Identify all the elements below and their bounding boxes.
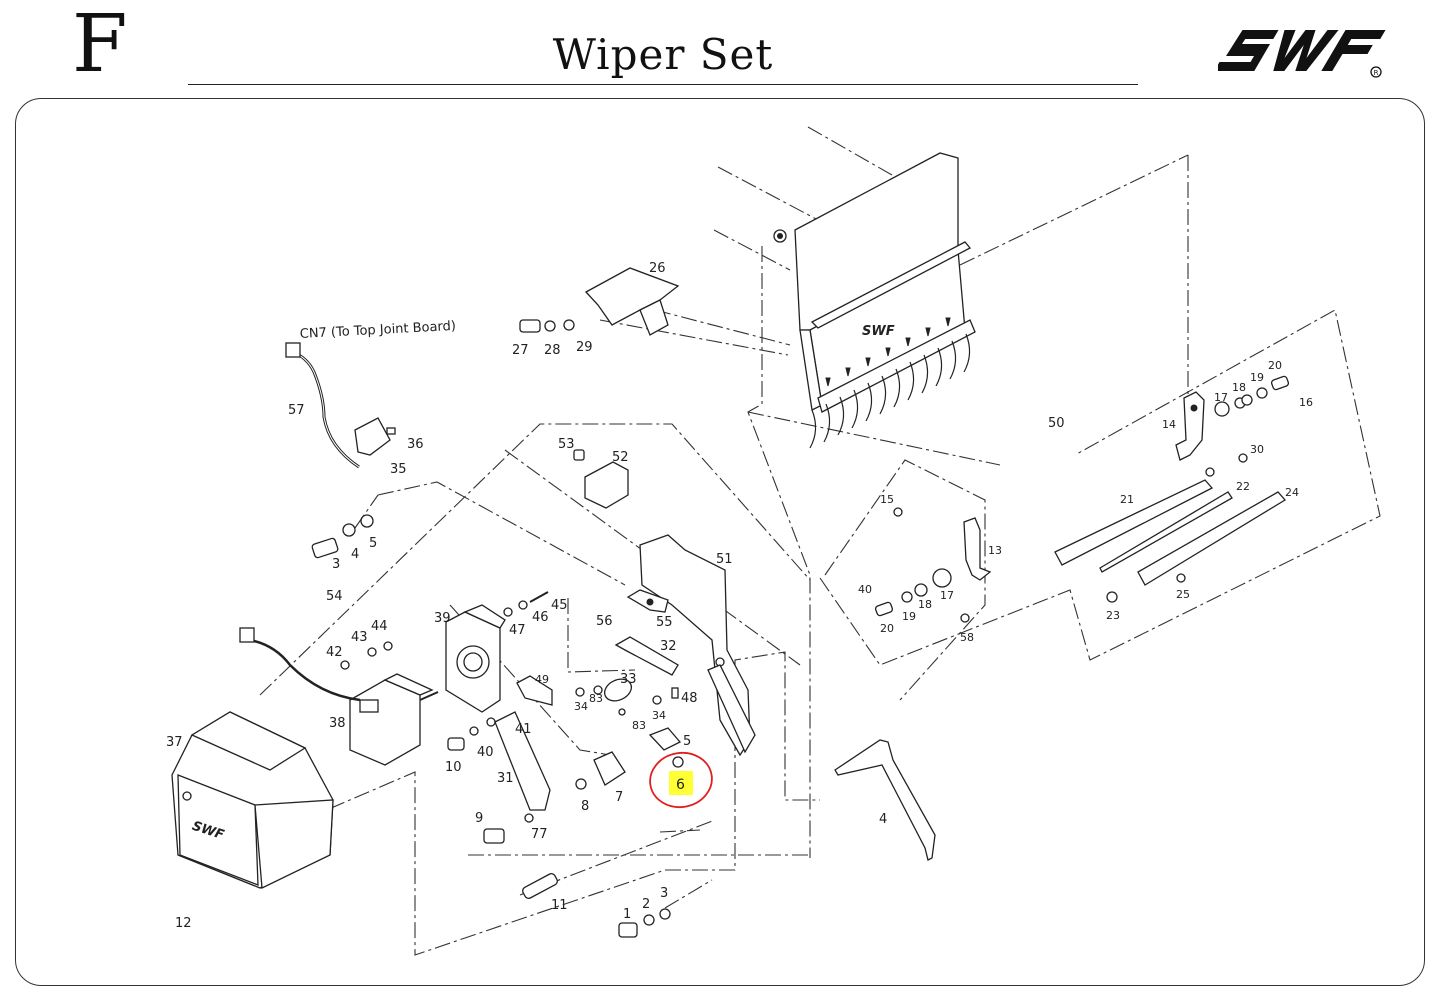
callout-55: 55 [656,615,673,630]
callout-2: 2 [642,897,650,912]
callout-3: 3 [332,557,340,572]
machine-head: SWF [773,152,976,449]
linkage-parts [447,589,684,938]
callout-11: 11 [551,898,568,913]
callout-27: 27 [512,343,529,358]
callout-6-highlight [669,771,693,795]
callout-21: 21 [1120,493,1134,506]
callout-33: 33 [620,672,637,687]
callout-12: 12 [175,916,192,931]
motor-cover-37: SWF [171,711,334,889]
callout-57: 57 [288,403,305,418]
callout-25: 25 [1176,588,1190,601]
callout-47: 47 [509,623,526,638]
callout-9: 9 [475,811,483,826]
callout-4: 4 [351,547,359,562]
callout-34: 34 [574,700,588,713]
callout-5b: 5 [683,734,691,749]
callout-43: 43 [351,630,368,645]
callout-19: 19 [1250,371,1264,384]
callout-83: 83 [589,692,603,705]
callout-7: 7 [615,790,623,805]
callout-40b: 40 [858,583,872,596]
callout-53: 53 [558,437,575,452]
wire-harness-57 [285,342,396,469]
callout-1: 1 [623,907,631,922]
callout-8: 8 [581,799,589,814]
highlighted-callout-6[interactable]: 6 [646,748,716,812]
callout-38: 38 [329,716,346,731]
callout-31: 31 [497,771,514,786]
callout-35: 35 [390,462,407,477]
callout-29: 29 [576,340,593,355]
sheet-letter: F [72,0,128,90]
svg-text:SWF: SWF [862,324,895,339]
callout-37: 37 [166,735,183,750]
right-assembly [874,375,1290,623]
diagram-frame [15,98,1425,986]
callout-39: 39 [434,611,451,626]
callout-30: 30 [1250,443,1264,456]
callout-22: 22 [1236,480,1250,493]
callout-50: 50 [1048,416,1065,431]
callout-6: 6 [676,777,685,793]
callout-18b: 18 [918,598,932,611]
callout-48: 48 [681,691,698,706]
page-title: Wiper Set [552,30,774,79]
callout-10: 10 [445,760,462,775]
callout-51: 51 [716,552,733,567]
callout-41: 41 [515,722,532,737]
plate-51 [639,534,756,757]
callout-54: 54 [326,589,343,604]
bracket-52 [573,449,629,509]
callout-17b: 17 [940,589,954,602]
callout-58: 58 [960,631,974,644]
callout-15: 15 [880,493,894,506]
svg-text:R: R [1374,69,1379,77]
callout-34b: 34 [652,709,666,722]
callout-28: 28 [544,343,561,358]
swf-logo: R [1218,30,1386,78]
callout-16: 16 [1299,396,1313,409]
callout-44: 44 [371,619,388,634]
callout-56: 56 [596,614,613,629]
connector-note: CN7 (To Top Joint Board) [299,319,456,342]
callout-24: 24 [1285,486,1299,499]
bracket-26 [519,267,680,336]
callout-19b: 19 [902,610,916,623]
callout-83b: 83 [632,719,646,732]
callout-13: 13 [988,544,1002,557]
callout-labels: CN7 (To Top Joint Board) 26 27 28 29 57 … [166,261,1313,931]
callout-32: 32 [660,639,677,654]
callout-5: 5 [369,536,377,551]
callout-49: 49 [535,673,549,686]
callout-14: 14 [1162,418,1176,431]
wiper-arm-4 [834,739,936,861]
callout-18: 18 [1232,381,1246,394]
callout-4b: 4 [879,812,887,827]
callout-6-circle [649,751,713,809]
motor-plate-39 [340,591,549,713]
title-underline [188,84,1138,85]
stepper-motor-38 [239,627,439,766]
callout-17: 17 [1214,391,1228,404]
callout-20: 20 [1268,359,1282,372]
callout-52: 52 [612,450,629,465]
screw-set-3-4-5 [311,514,374,559]
callout-26: 26 [649,261,666,276]
callout-36: 36 [407,437,424,452]
callout-77: 77 [531,827,548,842]
callout-42: 42 [326,645,343,660]
callout-23: 23 [1106,609,1120,622]
callout-40: 40 [477,745,494,760]
callout-45: 45 [551,598,568,613]
callout-46: 46 [532,610,549,625]
callout-3b: 3 [660,886,668,901]
callout-20b: 20 [880,622,894,635]
